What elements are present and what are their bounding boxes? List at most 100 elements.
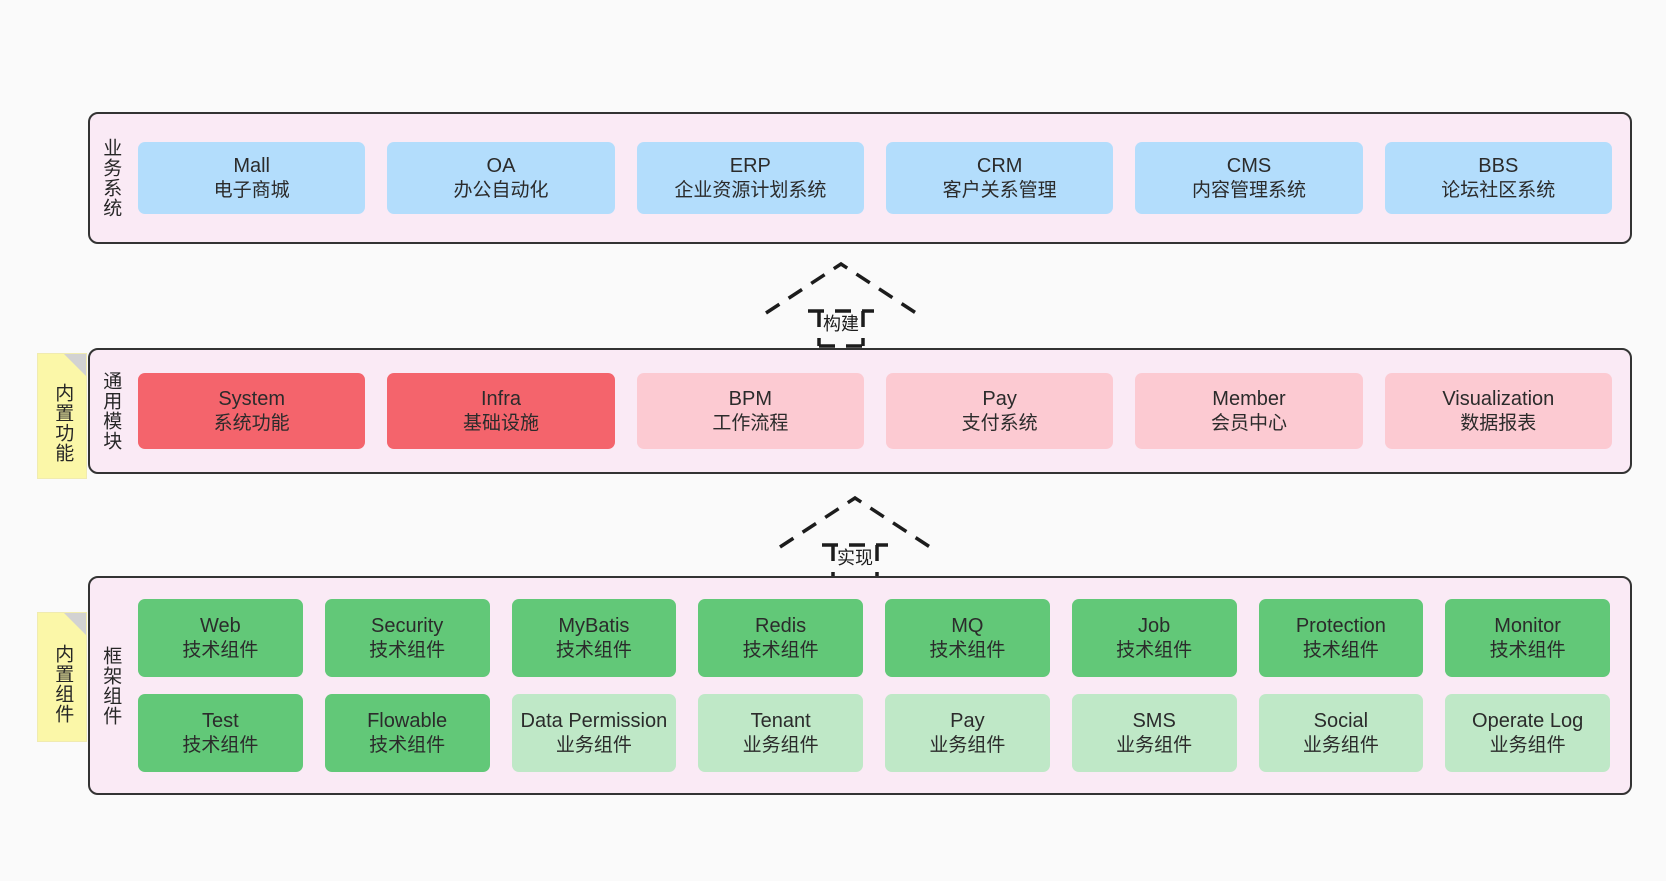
- card-subtitle: 业务组件: [555, 734, 632, 756]
- card-bpm[interactable]: BPM 工作流程: [636, 373, 864, 449]
- connector-label: 构建: [823, 314, 859, 334]
- card-title: Security: [371, 614, 444, 637]
- layer-business-systems: 业务系统 Mall 电子商城 OA 办公自动化 ERP 企业资源计划系统 CRM…: [88, 112, 1632, 244]
- card-job[interactable]: Job 技术组件: [1071, 599, 1237, 677]
- card-title: Social: [1313, 709, 1369, 732]
- card-title: Data Permission: [520, 709, 668, 732]
- card-mq[interactable]: MQ 技术组件: [885, 599, 1050, 677]
- card-title: Redis: [755, 614, 807, 637]
- card-subtitle: 技术组件: [369, 639, 446, 661]
- card-pay[interactable]: Pay 支付系统: [885, 373, 1114, 449]
- card-subtitle: 业务组件: [929, 734, 1006, 756]
- card-subtitle: 技术组件: [1116, 639, 1193, 661]
- card-protection[interactable]: Protection 技术组件: [1258, 599, 1424, 677]
- card-row: System 系统功能 Infra 基础设施 BPM 工作流程 Pay 支付系统…: [138, 373, 1612, 449]
- card-title: Job: [1138, 614, 1171, 637]
- card-social[interactable]: Social 业务组件: [1258, 694, 1424, 772]
- sticky-note-builtin-component: 内置组件: [38, 613, 86, 741]
- card-subtitle: 业务组件: [1302, 734, 1379, 756]
- card-subtitle: 系统功能: [213, 412, 290, 434]
- card-subtitle: 会员中心: [1210, 412, 1287, 434]
- card-title: Tenant: [750, 709, 811, 732]
- card-redis[interactable]: Redis 技术组件: [698, 599, 863, 677]
- card-subtitle: 业务组件: [1489, 734, 1566, 756]
- layer-body-common-modules: System 系统功能 Infra 基础设施 BPM 工作流程 Pay 支付系统…: [130, 350, 1630, 472]
- card-subtitle: 办公自动化: [453, 179, 549, 201]
- card-row: Mall 电子商城 OA 办公自动化 ERP 企业资源计划系统 CRM 客户关系…: [138, 142, 1612, 214]
- layer-label-business-systems: 业务系统: [100, 138, 122, 218]
- card-subtitle: 论坛社区系统: [1441, 179, 1556, 201]
- card-security[interactable]: Security 技术组件: [324, 599, 490, 677]
- card-row: Web 技术组件 Security 技术组件 MyBatis 技术组件 Redi…: [138, 599, 1610, 677]
- card-subtitle: 客户关系管理: [942, 179, 1057, 201]
- layer-body-framework-components: Web 技术组件 Security 技术组件 MyBatis 技术组件 Redi…: [130, 578, 1630, 793]
- card-data-permission[interactable]: Data Permission 业务组件: [511, 694, 677, 772]
- card-system[interactable]: System 系统功能: [138, 373, 366, 449]
- card-crm[interactable]: CRM 客户关系管理: [885, 142, 1114, 214]
- layer-body-business-systems: Mall 电子商城 OA 办公自动化 ERP 企业资源计划系统 CRM 客户关系…: [130, 114, 1630, 242]
- card-operate-log[interactable]: Operate Log 业务组件: [1445, 694, 1610, 772]
- card-mybatis[interactable]: MyBatis 技术组件: [511, 599, 677, 677]
- card-subtitle: 技术组件: [182, 734, 259, 756]
- card-title: Mall: [233, 154, 270, 177]
- card-subtitle: 技术组件: [1302, 639, 1379, 661]
- card-subtitle: 技术组件: [929, 639, 1006, 661]
- card-visualization[interactable]: Visualization 数据报表: [1384, 373, 1612, 449]
- card-subtitle: 支付系统: [961, 412, 1038, 434]
- card-title: Flowable: [367, 709, 448, 732]
- sticky-note-label: 内置组件: [52, 644, 74, 724]
- card-subtitle: 技术组件: [742, 639, 819, 661]
- card-title: CRM: [976, 154, 1023, 177]
- card-subtitle: 电子商城: [213, 179, 290, 201]
- layer-common-modules: 通用模块 System 系统功能 Infra 基础设施 BPM 工作流程 Pay…: [88, 348, 1632, 474]
- card-title: Monitor: [1494, 614, 1561, 637]
- card-title: Pay: [950, 709, 985, 732]
- card-title: BBS: [1478, 154, 1519, 177]
- card-oa[interactable]: OA 办公自动化: [387, 142, 615, 214]
- card-subtitle: 工作流程: [712, 412, 789, 434]
- card-subtitle: 基础设施: [462, 412, 539, 434]
- card-title: Infra: [480, 387, 521, 410]
- card-subtitle: 业务组件: [742, 734, 819, 756]
- card-subtitle: 内容管理系统: [1191, 179, 1306, 201]
- sticky-note-label: 内置功能: [52, 383, 74, 463]
- card-member[interactable]: Member 会员中心: [1135, 373, 1363, 449]
- card-subtitle: 技术组件: [369, 734, 446, 756]
- card-infra[interactable]: Infra 基础设施: [387, 373, 615, 449]
- card-bbs[interactable]: BBS 论坛社区系统: [1384, 142, 1612, 214]
- connector-implement: 实现: [770, 492, 940, 582]
- card-title: MQ: [951, 614, 984, 637]
- card-tenant[interactable]: Tenant 业务组件: [698, 694, 863, 772]
- card-title: Pay: [982, 387, 1017, 410]
- card-mall[interactable]: Mall 电子商城: [138, 142, 366, 214]
- card-subtitle: 技术组件: [182, 639, 259, 661]
- card-sms[interactable]: SMS 业务组件: [1071, 694, 1237, 772]
- card-erp[interactable]: ERP 企业资源计划系统: [636, 142, 864, 214]
- card-flowable[interactable]: Flowable 技术组件: [324, 694, 490, 772]
- card-title: Protection: [1295, 614, 1386, 637]
- card-title: ERP: [729, 154, 771, 177]
- card-subtitle: 企业资源计划系统: [674, 179, 827, 201]
- card-title: SMS: [1132, 709, 1176, 732]
- card-title: Visualization: [1442, 387, 1555, 410]
- card-web[interactable]: Web 技术组件: [138, 599, 303, 677]
- card-pay-business[interactable]: Pay 业务组件: [885, 694, 1050, 772]
- card-row: Test 技术组件 Flowable 技术组件 Data Permission …: [138, 694, 1610, 772]
- layer-label-common-modules: 通用模块: [100, 371, 122, 451]
- card-subtitle: 技术组件: [555, 639, 632, 661]
- card-title: OA: [486, 154, 516, 177]
- card-title: Test: [202, 709, 239, 732]
- card-title: Member: [1212, 387, 1286, 410]
- card-test[interactable]: Test 技术组件: [138, 694, 303, 772]
- card-monitor[interactable]: Monitor 技术组件: [1445, 599, 1610, 677]
- sticky-note-builtin-feature: 内置功能: [38, 354, 86, 478]
- card-subtitle: 技术组件: [1489, 639, 1566, 661]
- card-subtitle: 业务组件: [1116, 734, 1193, 756]
- connector-label: 实现: [837, 548, 873, 568]
- card-title: Web: [199, 614, 241, 637]
- card-title: Operate Log: [1472, 709, 1584, 732]
- card-cms[interactable]: CMS 内容管理系统: [1135, 142, 1363, 214]
- card-subtitle: 数据报表: [1460, 412, 1537, 434]
- card-title: CMS: [1226, 154, 1272, 177]
